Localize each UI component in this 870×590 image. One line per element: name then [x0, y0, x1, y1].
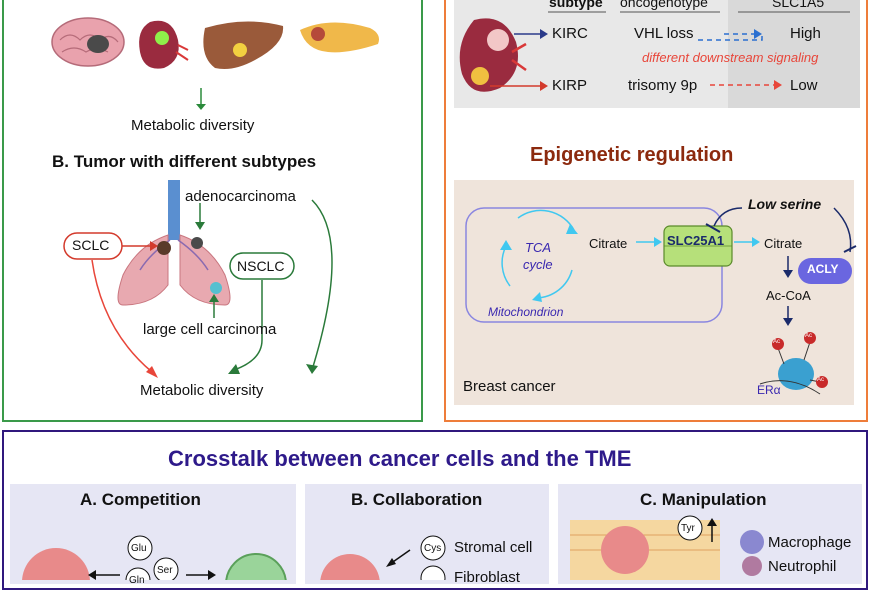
nsclc-label: NSCLC	[237, 258, 285, 274]
fibroblast-label: Fibroblast	[454, 569, 520, 586]
macrophage-label: Macrophage	[768, 534, 852, 551]
manipulation-title: C. Manipulation	[640, 490, 767, 509]
low-serine-label: Low serine	[748, 196, 822, 212]
sclc-label: SCLC	[72, 237, 110, 253]
acly-enzyme-icon	[798, 258, 852, 284]
immune-cell-icon	[225, 553, 287, 580]
right-illustrations	[454, 11, 857, 405]
neutrophil-label: Neutrophil	[768, 558, 837, 575]
slc25a1-transporter-icon	[663, 225, 733, 267]
liver-icon	[203, 21, 284, 69]
header-oncogenotype: oncogenotype	[620, 0, 708, 10]
tyr-label: Tyr	[681, 523, 695, 534]
acly-label: ACLY	[807, 262, 839, 276]
left-illustrations	[51, 17, 379, 378]
high-label: High	[790, 25, 821, 42]
glu-molecule-icon	[127, 535, 153, 561]
stromal-cell-label: Stromal cell	[454, 539, 533, 556]
cancer-cell-icon	[320, 554, 380, 580]
fibroblast-molecule-icon	[420, 565, 446, 580]
trisomy-label: trisomy 9p	[628, 77, 698, 94]
er-alpha-label: ERα	[757, 383, 781, 397]
bottom-illustrations	[22, 515, 764, 580]
downstream-signaling-label: different downstream signaling	[642, 50, 819, 65]
cycle-label: cycle	[523, 257, 553, 272]
slc25a1-label: SLC25A1	[667, 233, 725, 248]
citrate-2-label: Citrate	[764, 236, 803, 251]
metabolic-diversity-top: Metabolic diversity	[131, 117, 255, 134]
vhl-loss-label: VHL loss	[634, 25, 694, 42]
header-slc: SLC1A5	[772, 0, 825, 10]
lungs-icon	[117, 180, 231, 306]
macrophage-icon	[740, 530, 764, 554]
section-b-title: B. Tumor with different subtypes	[52, 152, 317, 171]
mitochondrion-label: Mitochondrion	[488, 305, 564, 319]
ser-label: Ser	[157, 565, 173, 576]
organ-diversity-panel	[2, 0, 423, 422]
kirp-label: KIRP	[552, 77, 588, 94]
adenocarcinoma-label: adenocarcinoma	[185, 188, 296, 205]
collaboration-title: B. Collaboration	[351, 490, 483, 509]
crosstalk-title: Crosstalk between cancer cells and the T…	[168, 446, 632, 471]
tca-label: TCA	[525, 240, 551, 255]
neutrophil-icon	[742, 556, 762, 576]
tyr-molecule-icon	[677, 515, 703, 541]
kidney-icon	[139, 20, 189, 69]
subtype-epigenetic-panel	[444, 0, 868, 422]
breast-cancer-label: Breast cancer	[463, 378, 556, 395]
large-cell-label: large cell carcinoma	[143, 321, 277, 338]
kidney-tumor-icon	[459, 18, 527, 92]
kirc-label: KIRC	[552, 25, 588, 42]
er-alpha-nucleosome-icon	[759, 332, 828, 395]
gln-molecule-icon	[125, 567, 151, 580]
ser-molecule-icon	[153, 557, 179, 580]
metabolic-diversity-bottom: Metabolic diversity	[140, 382, 264, 399]
cys-molecule-icon	[420, 535, 446, 561]
pancreas-icon	[300, 22, 379, 53]
citrate-1-label: Citrate	[589, 236, 628, 251]
accoa-label: Ac-CoA	[766, 288, 811, 303]
acetyl-mark-2: Ac	[805, 333, 813, 339]
brain-icon	[51, 17, 125, 67]
glu-label: Glu	[131, 543, 147, 554]
tumor-cluster-icon	[601, 526, 649, 574]
header-subtype: subtype	[549, 0, 603, 10]
cys-label: Cys	[424, 543, 442, 554]
nsclc-box	[229, 252, 295, 280]
acetyl-mark-1: Ac	[773, 339, 781, 345]
cancer-cell-icon	[22, 548, 90, 580]
slc-column	[728, 0, 860, 108]
acetyl-mark-3: Ac	[817, 377, 825, 383]
low-label: Low	[790, 77, 818, 94]
epigenetic-title: Epigenetic regulation	[530, 144, 734, 166]
gln-label: Gln	[129, 575, 145, 586]
competition-title: A. Competition	[80, 490, 201, 509]
